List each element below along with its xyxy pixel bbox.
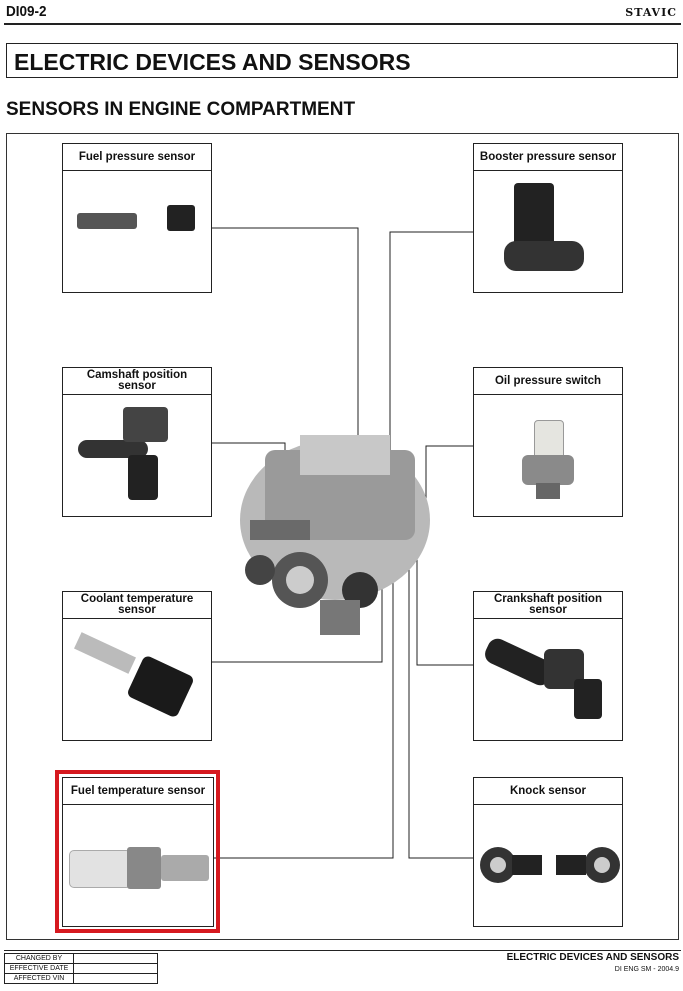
sensor-box-oil-pressure: Oil pressure switch xyxy=(473,367,623,517)
sensor-label: Knock sensor xyxy=(474,778,622,805)
revision-table: CHANGED BY EFFECTIVE DATE AFFECTED VIN xyxy=(4,953,158,984)
highlight-frame xyxy=(55,770,220,933)
chapter-title-box: ELECTRIC DEVICES AND SENSORS xyxy=(6,43,678,78)
line-fuel-pressure xyxy=(212,227,359,440)
line-crankshaft xyxy=(416,520,473,666)
booster-pressure-sensor-image xyxy=(474,171,622,294)
sensor-box-fuel-temperature: Fuel temperature sensor xyxy=(62,777,214,927)
line-fuel-temp xyxy=(214,525,394,859)
fuel-temperature-sensor-image xyxy=(63,805,213,928)
sensor-label: Fuel temperature sensor xyxy=(63,778,213,805)
page-code: DI09-2 xyxy=(6,3,47,20)
sensor-box-crankshaft-position: Crankshaft position sensor xyxy=(473,591,623,741)
diagram-frame xyxy=(6,133,679,940)
revision-label: CHANGED BY xyxy=(4,953,74,964)
crankshaft-sensor-image xyxy=(474,619,622,742)
engine-image xyxy=(240,435,430,635)
chapter-title: ELECTRIC DEVICES AND SENSORS xyxy=(14,49,411,75)
sensor-label: Coolant temperature sensor xyxy=(63,592,211,619)
sensor-box-coolant-temperature: Coolant temperature sensor xyxy=(62,591,212,741)
brand-logo: STAVIC xyxy=(625,6,677,19)
sensor-label: Oil pressure switch xyxy=(474,368,622,395)
coolant-sensor-image xyxy=(63,619,211,742)
fuel-pressure-sensor-image xyxy=(63,171,211,294)
oil-pressure-switch-image xyxy=(474,395,622,518)
revision-value xyxy=(73,963,158,974)
line-knock xyxy=(408,525,473,859)
sensor-box-knock: Knock sensor xyxy=(473,777,623,927)
revision-value xyxy=(73,973,158,984)
sensor-label: Crankshaft position sensor xyxy=(474,592,622,619)
sensor-label: Booster pressure sensor xyxy=(474,144,622,171)
sensor-box-camshaft-position: Camshaft position sensor xyxy=(62,367,212,517)
revision-value xyxy=(73,953,158,964)
sensor-label: Camshaft position sensor xyxy=(63,368,211,395)
header-divider xyxy=(4,23,681,25)
section-title: SENSORS IN ENGINE COMPARTMENT xyxy=(6,99,356,120)
sensor-label: Fuel pressure sensor xyxy=(63,144,211,171)
line-booster xyxy=(389,231,473,450)
knock-sensor-image xyxy=(474,805,622,928)
revision-label: EFFECTIVE DATE xyxy=(4,963,74,974)
line-oil xyxy=(425,445,473,510)
sensor-box-booster-pressure: Booster pressure sensor xyxy=(473,143,623,293)
footer-title: ELECTRIC DEVICES AND SENSORS xyxy=(506,952,679,963)
footer-divider xyxy=(4,950,681,951)
sensor-box-fuel-pressure: Fuel pressure sensor xyxy=(62,143,212,293)
revision-label: AFFECTED VIN xyxy=(4,973,74,984)
camshaft-sensor-image xyxy=(63,395,211,518)
footer-doc-ref: DI ENG SM - 2004.9 xyxy=(614,966,679,973)
